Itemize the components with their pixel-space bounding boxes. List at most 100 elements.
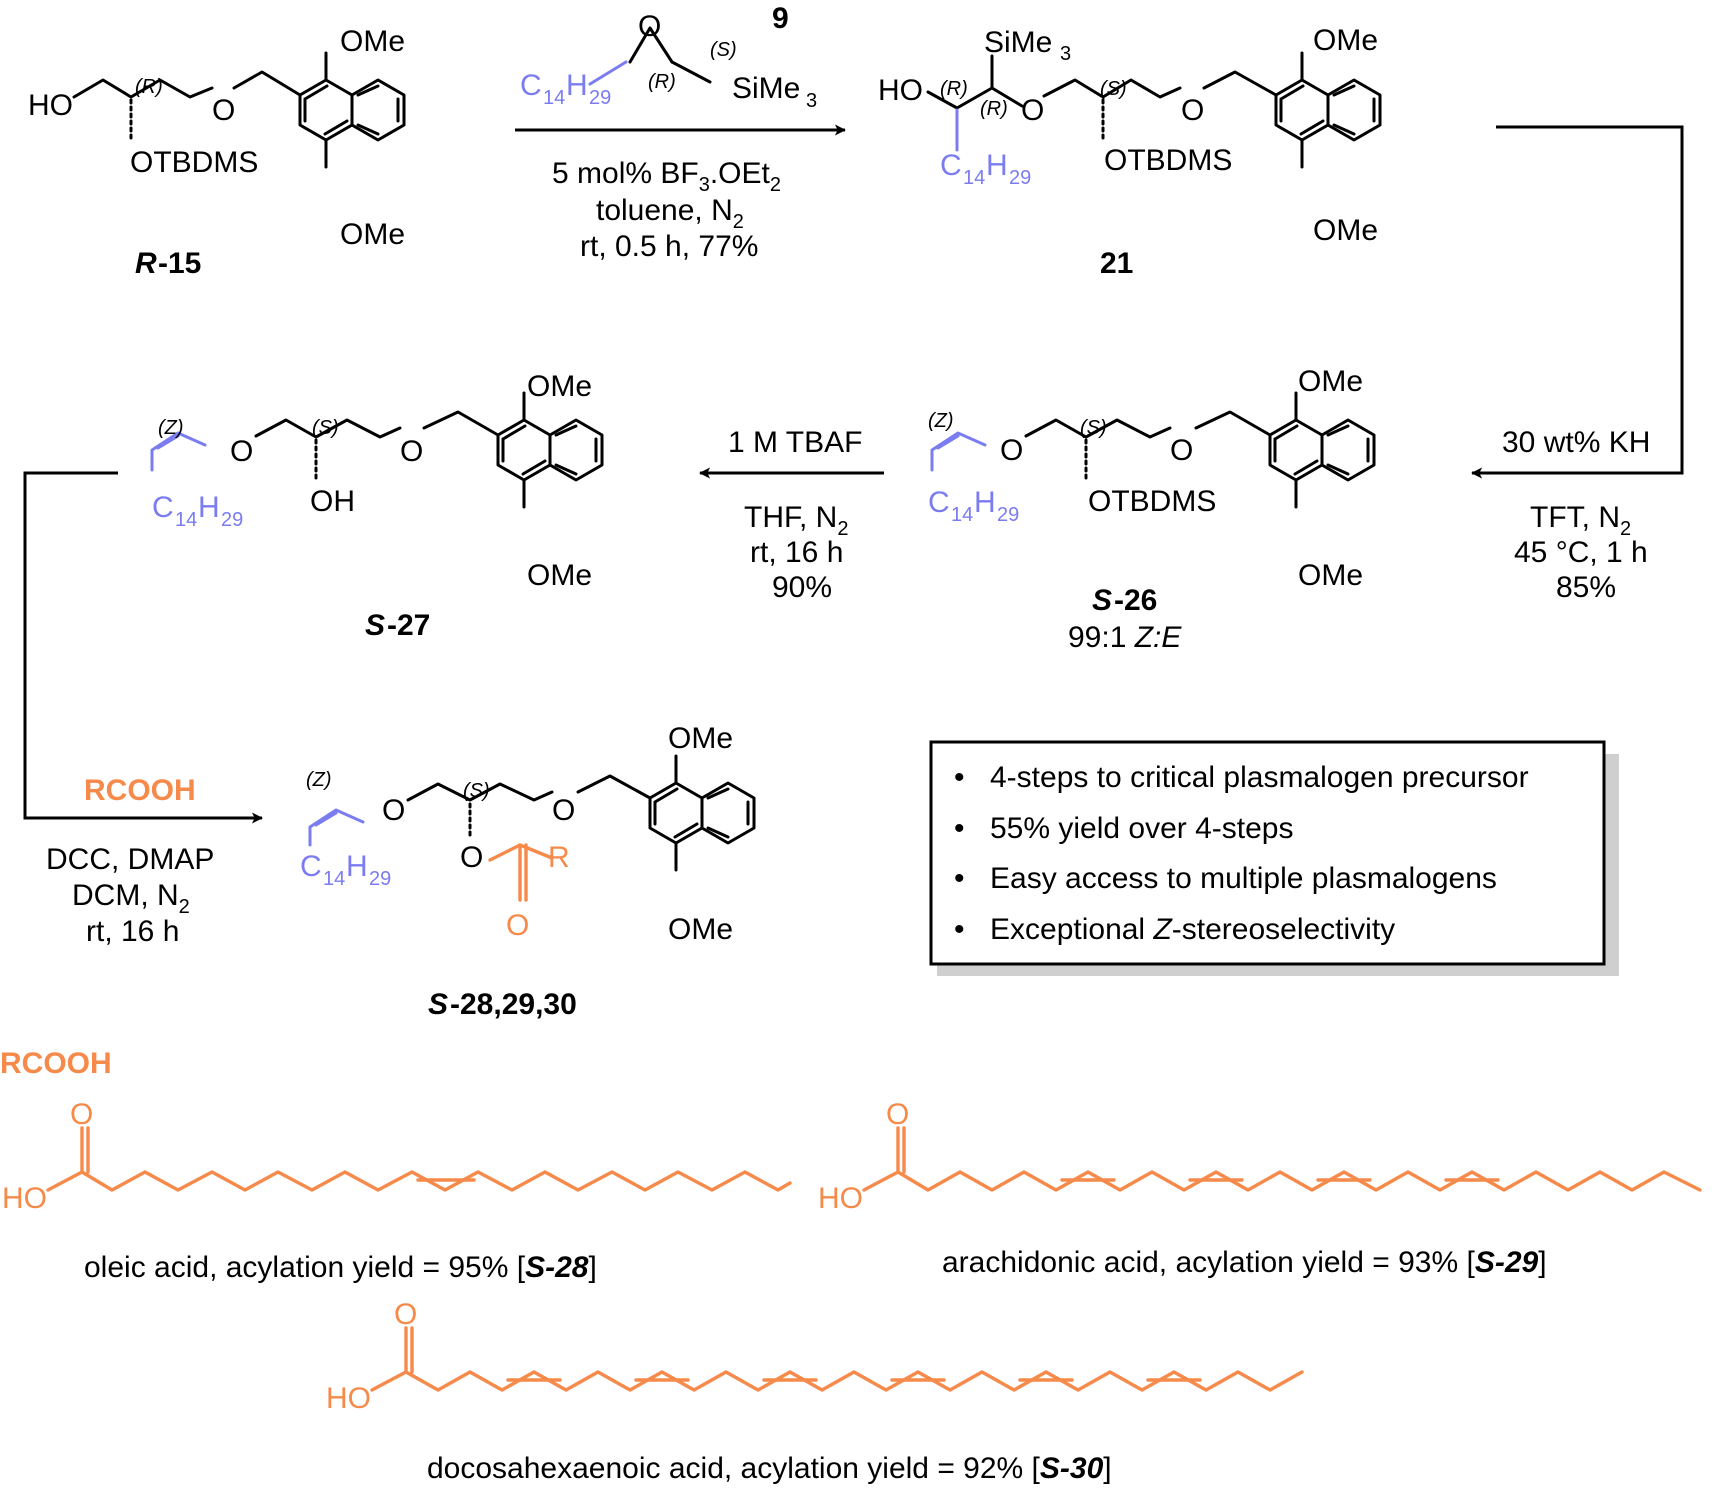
svg-text:3: 3 [806, 90, 817, 112]
highlights-box: • 4-steps to critical plasmalogen precur… [929, 740, 1619, 976]
box-frame [929, 740, 1606, 966]
svg-text:14: 14 [175, 509, 197, 531]
svg-text:HO: HO [818, 1182, 863, 1215]
svg-text:H: H [198, 491, 220, 524]
svg-text:O: O [70, 1098, 93, 1131]
svg-text:(Z): (Z) [306, 769, 332, 791]
highlight-item: Easy access to multiple plasmalogens [990, 862, 1497, 895]
svg-text:99:1 Z:E: 99:1 Z:E [1068, 621, 1182, 654]
svg-text:S: S [1092, 584, 1112, 617]
svg-text:HO: HO [326, 1382, 371, 1415]
svg-text:O: O [506, 909, 529, 942]
svg-text:(S): (S) [312, 417, 339, 439]
svg-text:29: 29 [997, 504, 1019, 526]
svg-text:H: H [346, 850, 368, 883]
compound-r15: HO O (R) OTBDMS OMe OMe R -15 [28, 25, 406, 280]
label-r15-prefix: R [135, 247, 157, 280]
svg-text:(R): (R) [940, 78, 968, 100]
atom-ome-top: OMe [340, 25, 405, 58]
svg-text:O: O [1000, 434, 1023, 467]
svg-text:-26: -26 [1114, 584, 1157, 617]
svg-text:14: 14 [963, 167, 985, 189]
svg-text:O: O [1181, 94, 1204, 127]
svg-text:OMe: OMe [668, 722, 733, 755]
svg-text:DCC, DMAP: DCC, DMAP [46, 843, 214, 876]
svg-text:H: H [974, 486, 996, 519]
svg-text:S: S [365, 609, 385, 642]
compound-s27: (Z) O (S) OH O C 14 H 29 OMe OMe S -27 [150, 370, 604, 642]
highlight-item: Exceptional Z-stereoselectivity [990, 913, 1395, 946]
svg-text:-28,29,30: -28,29,30 [450, 988, 577, 1021]
svg-text:H: H [986, 149, 1008, 182]
bullet-icon: • [954, 862, 965, 895]
svg-text:29: 29 [1009, 167, 1031, 189]
svg-text:R: R [548, 841, 570, 874]
svg-text:oleic acid, acylation yield =: oleic acid, acylation yield = 95% [S-28] [84, 1251, 597, 1284]
svg-text:C: C [940, 149, 962, 182]
svg-text:O: O [394, 1298, 417, 1331]
svg-text:14: 14 [543, 87, 565, 109]
compound-21: HO SiMe 3 C 14 H 29 (R) (R) O (S) OTBDMS… [878, 24, 1382, 280]
svg-text:O: O [886, 1098, 909, 1131]
stereo-r: (R) [648, 71, 676, 93]
svg-text:O: O [552, 794, 575, 827]
svg-text:-27: -27 [387, 609, 430, 642]
svg-text:HO: HO [2, 1182, 47, 1215]
atom-ho: HO [878, 74, 923, 107]
label-21: 21 [1100, 247, 1133, 280]
epoxide-number: 9 [772, 2, 789, 35]
svg-text:H: H [566, 69, 588, 102]
svg-text:29: 29 [369, 868, 391, 890]
acids-heading: RCOOH [0, 1047, 112, 1080]
svg-text:5 mol% BF3.OEt2: 5 mol% BF3.OEt2 [552, 157, 781, 196]
highlight-item: 55% yield over 4-steps [990, 812, 1294, 845]
atom-sime3: SiMe [732, 72, 800, 105]
svg-text:30 wt% KH: 30 wt% KH [1502, 426, 1650, 459]
svg-text:(Z): (Z) [928, 410, 954, 432]
chain-c: C [520, 69, 542, 102]
svg-text:OH: OH [310, 485, 355, 518]
svg-text:29: 29 [589, 87, 611, 109]
svg-text:OMe: OMe [527, 559, 592, 592]
svg-text:14: 14 [951, 504, 973, 526]
svg-text:toluene, N2: toluene, N2 [596, 194, 744, 233]
svg-text:OMe: OMe [1298, 559, 1363, 592]
atom-o: O [212, 94, 235, 127]
svg-text:(R): (R) [980, 98, 1008, 120]
svg-text:rt, 16 h: rt, 16 h [86, 915, 179, 948]
arachidonic-acid: HO O arachidonic acid, acylation yield =… [818, 1098, 1702, 1279]
stereo-s: (S) [710, 39, 737, 61]
svg-text:(S): (S) [1080, 417, 1107, 439]
step4: RCOOH DCC, DMAP DCM, N2 rt, 16 h [23, 471, 263, 948]
step3: 1 M TBAF THF, N2 rt, 16 h 90% [699, 426, 884, 604]
svg-text:O: O [230, 435, 253, 468]
svg-text:OMe: OMe [527, 370, 592, 403]
stereo-r: (R) [135, 76, 163, 98]
svg-text:S: S [428, 988, 448, 1021]
svg-text:(S): (S) [463, 780, 490, 802]
svg-text:rt, 16 h: rt, 16 h [750, 536, 843, 569]
atom-otbdms: OTBDMS [1104, 144, 1232, 177]
svg-text:OMe: OMe [1313, 214, 1378, 247]
atom-ho: HO [28, 89, 73, 122]
svg-text:OMe: OMe [668, 913, 733, 946]
atom-o: O [638, 10, 661, 43]
svg-text:C: C [928, 486, 950, 519]
bullet-icon: • [954, 913, 965, 946]
step2: 30 wt% KH TFT, N2 45 °C, 1 h 85% [1471, 125, 1684, 604]
atom-ome-bottom: OMe [340, 218, 405, 251]
svg-text:RCOOH: RCOOH [84, 774, 196, 807]
svg-text:(S): (S) [1100, 78, 1127, 100]
bullet-icon: • [954, 761, 965, 794]
svg-text:C: C [152, 491, 174, 524]
svg-text:DCM, N2: DCM, N2 [72, 879, 190, 918]
label-r15-num: -15 [158, 247, 201, 280]
svg-text:TFT, N2: TFT, N2 [1530, 501, 1631, 540]
svg-text:29: 29 [221, 509, 243, 531]
svg-text:85%: 85% [1556, 571, 1616, 604]
svg-text:OMe: OMe [1298, 365, 1363, 398]
compound-s28: (Z) O (S) O O R O C 14 H 29 OMe OMe S -2… [300, 722, 756, 1021]
svg-text:C: C [300, 850, 322, 883]
svg-text:45 °C, 1 h: 45 °C, 1 h [1514, 536, 1648, 569]
svg-text:docosahexaenoic acid, acylatio: docosahexaenoic acid, acylation yield = … [427, 1452, 1112, 1485]
